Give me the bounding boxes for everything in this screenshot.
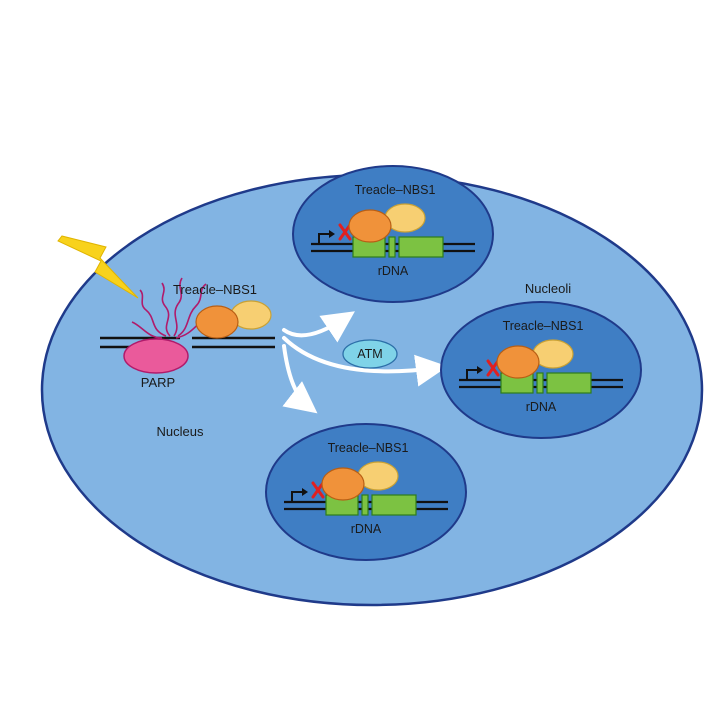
arrow-to-bottom-nucleolus (282, 344, 318, 414)
nucleolus-complex-label: Treacle–NBS1 (328, 441, 409, 455)
nucleolus-top: Treacle–NBS1 rDNA (292, 165, 494, 303)
rdna-label: rDNA (351, 522, 382, 536)
treacle-nbs1-complex-main (195, 300, 272, 339)
nucleolus-complex-label: Treacle–NBS1 (503, 319, 584, 333)
rdna-label: rDNA (526, 400, 557, 414)
translocation-arrows (282, 311, 448, 414)
nucleolus-bottom: Treacle–NBS1 rDNA (265, 423, 467, 561)
red-x-icon (486, 359, 500, 377)
nucleus-label: Nucleus (157, 424, 204, 439)
nucleolus-complex-label: Treacle–NBS1 (355, 183, 436, 197)
red-x-icon (311, 481, 325, 499)
nucleoli-label: Nucleoli (525, 281, 571, 296)
arrow-to-right-nucleolus (282, 336, 448, 387)
red-x-icon (338, 223, 352, 241)
nucleolus-right: Treacle–NBS1 rDNA (440, 301, 642, 439)
atm-protein (342, 339, 398, 369)
atm-label: ATM (357, 347, 382, 361)
lightning-bolt-icon (57, 235, 139, 299)
arrow-to-top-nucleolus (282, 311, 355, 343)
complex-label-main: Treacle–NBS1 (173, 282, 257, 297)
parp-label: PARP (141, 375, 175, 390)
parp-protein (123, 338, 189, 374)
rdna-label: rDNA (378, 264, 409, 278)
